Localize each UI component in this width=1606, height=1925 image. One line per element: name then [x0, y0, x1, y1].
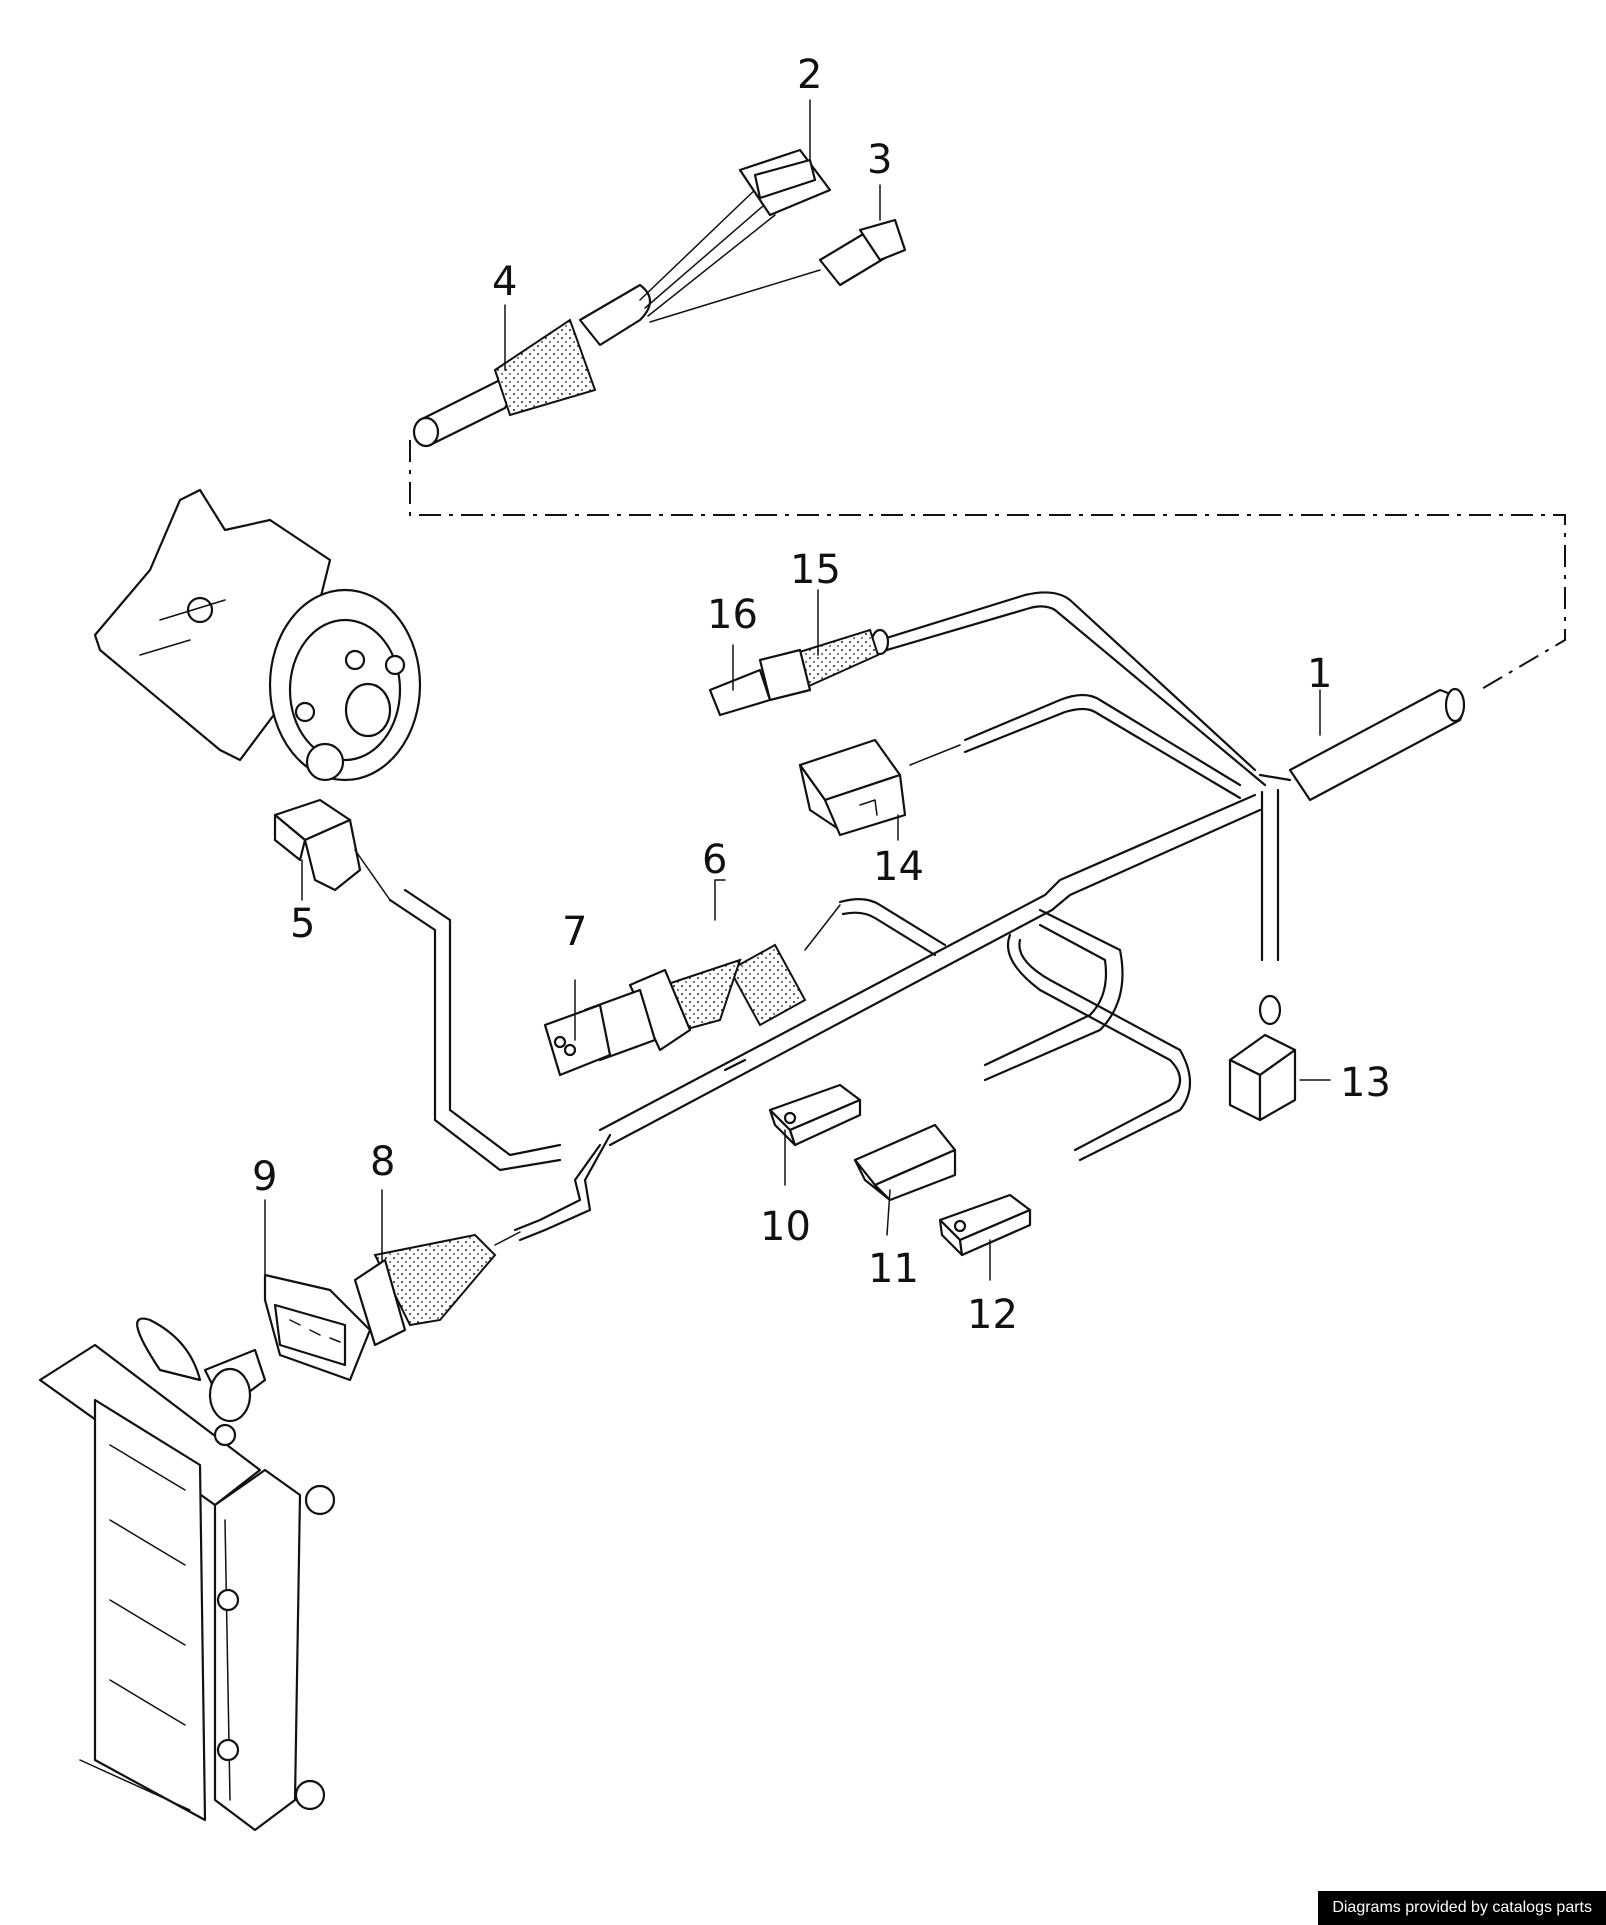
- connector-13: [1228, 994, 1297, 1122]
- callout-12: 12: [967, 1292, 1018, 1338]
- connector-14: [798, 738, 961, 837]
- callout-2: 2: [797, 52, 822, 98]
- callout-4: 4: [492, 259, 517, 305]
- reference-line: [409, 440, 1566, 691]
- callout-14: 14: [873, 844, 924, 890]
- callout-11: 11: [868, 1246, 919, 1292]
- main-harness: [388, 591, 1466, 1242]
- callout-9: 9: [252, 1154, 277, 1200]
- callout-1: 1: [1307, 651, 1332, 697]
- leader-lines: [264, 99, 1331, 1291]
- callout-15: 15: [790, 547, 841, 593]
- radiator-and-fan: [38, 1317, 336, 1832]
- connector-10: [768, 1083, 862, 1147]
- connector-11: [853, 1123, 957, 1202]
- connector-5: [273, 798, 391, 901]
- callout-10: 10: [760, 1204, 811, 1250]
- ac-compressor: [93, 488, 422, 782]
- watermark-badge: Diagrams provided by catalogs parts: [1318, 1891, 1606, 1925]
- connector-12: [938, 1193, 1032, 1257]
- connector-6-7: [543, 904, 841, 1077]
- callout-7: 7: [562, 909, 587, 955]
- callout-5: 5: [290, 901, 315, 947]
- callout-3: 3: [867, 137, 892, 183]
- callout-labels: 1 2 3 4 5 6 7 8 9 10 11 12 13 14 15 16: [252, 52, 1391, 1338]
- callout-6: 6: [702, 837, 727, 883]
- callout-16: 16: [707, 592, 758, 638]
- callout-13: 13: [1340, 1060, 1391, 1106]
- callout-8: 8: [370, 1139, 395, 1185]
- connector-15-16: [708, 628, 890, 717]
- upper-sub-harness: [412, 148, 907, 448]
- connector-8-9: [263, 1231, 521, 1382]
